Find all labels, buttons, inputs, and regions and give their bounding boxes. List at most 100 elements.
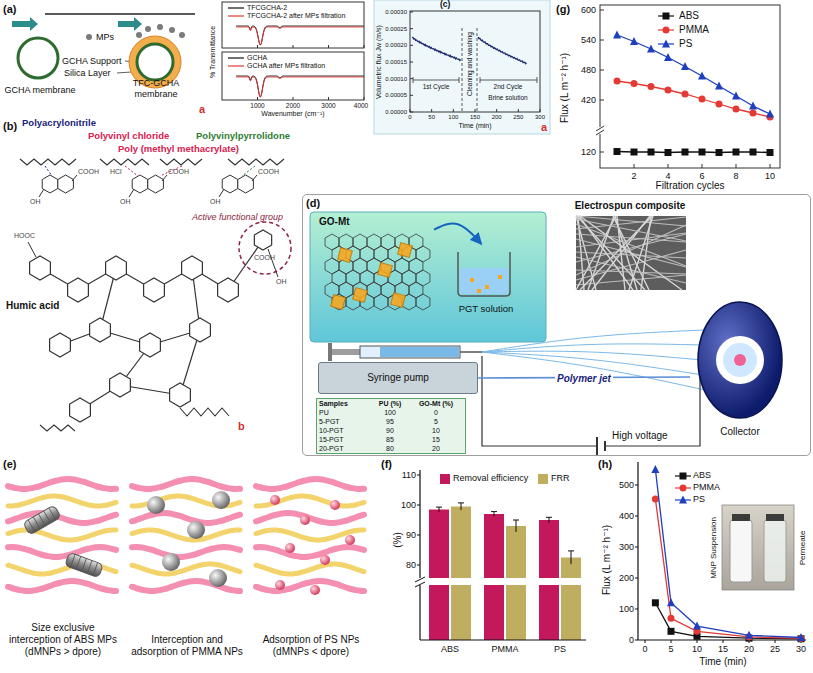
- legend-sample: [663, 27, 670, 34]
- time-flux-chart: [635, 640, 638, 641]
- text-label: COOH: [78, 168, 99, 176]
- legend-text: TFCGCHA-2 after MPs filtration: [247, 12, 345, 20]
- text-label: a: [199, 103, 205, 116]
- text-label: Time (min): [699, 656, 746, 668]
- filtration-mechanism: [132, 513, 240, 523]
- membrane-illustration: [145, 26, 151, 32]
- sample-table: SamplesPU (%)GO-Mt (%)PU10005-PGT95510-P…: [316, 398, 466, 454]
- electrospinning-setup: [576, 217, 686, 229]
- filtration-mechanism: [70, 554, 75, 567]
- tick-label: 0.00005: [385, 92, 407, 99]
- membrane-illustration: [157, 24, 163, 30]
- tick-label: 540: [581, 35, 596, 45]
- filtration-mechanism: [209, 569, 227, 587]
- cycle-flux-chart: [634, 164, 635, 168]
- tick-label: 100: [619, 604, 634, 614]
- removal-bar-chart: [421, 578, 586, 585]
- membrane-illustration: [12, 17, 38, 31]
- cycle-flux-chart: [767, 149, 774, 156]
- legend-text: GCHA: [247, 54, 267, 62]
- text-label: COOH: [168, 168, 189, 176]
- legend-text: PMMA: [679, 24, 709, 36]
- filtration-mechanism: [49, 508, 56, 520]
- time-flux-chart: [732, 514, 750, 521]
- cycle-flux-chart: [597, 127, 604, 134]
- text-label: OH: [276, 278, 287, 286]
- filtration-mechanism: [285, 543, 295, 553]
- cycle-flux-chart: [682, 91, 689, 98]
- legend-text: ABS: [679, 10, 699, 22]
- membrane-illustration: [118, 17, 142, 31]
- text-label: Active functional group: [192, 212, 283, 222]
- chemical-structures: [160, 159, 202, 165]
- chemical-structures: [58, 175, 74, 193]
- electrospinning-setup: [576, 233, 686, 247]
- electrospinning-setup: [482, 352, 705, 390]
- chemical-structures: [140, 333, 161, 357]
- chemical-structures: [180, 408, 229, 416]
- filtration-mechanism: [8, 479, 116, 489]
- ftir-spectra: [236, 77, 364, 97]
- tick-label: 0.00010: [385, 75, 407, 82]
- tick-label: 100: [401, 500, 416, 510]
- tick-label: 2000: [286, 102, 300, 109]
- filtration-mechanism: [8, 479, 116, 591]
- flux-chart: [410, 95, 413, 96]
- tick-label: 100: [448, 114, 458, 121]
- time-flux-chart: [730, 520, 752, 582]
- tick-label: 250: [513, 114, 523, 121]
- filtration-mechanism: [270, 495, 280, 505]
- tick-label: 20: [744, 644, 754, 654]
- filtration-mechanism: [256, 479, 364, 489]
- axis-title: Flux (L m⁻² h⁻¹): [559, 53, 571, 123]
- tick-label: 600: [581, 5, 596, 15]
- filtration-mechanism: [8, 513, 116, 523]
- cycle-flux-chart: [617, 152, 770, 153]
- removal-bar-chart: [549, 517, 550, 522]
- flux-chart: [374, 0, 550, 134]
- chemical-structures: [239, 222, 291, 274]
- node-text: Collector: [720, 426, 759, 438]
- text-label: Poly (methyl methacrylate): [118, 144, 239, 155]
- cycle-flux-chart: [732, 92, 740, 100]
- panel-label: (%): [392, 532, 404, 548]
- cycle-flux-chart: [631, 149, 638, 156]
- text-label: 1st Cycle: [423, 83, 450, 90]
- electrospinning-setup: [576, 270, 686, 274]
- cycle-flux-chart: [715, 82, 723, 90]
- cycle-flux-chart: [766, 110, 774, 118]
- tick-label: 400: [619, 511, 634, 521]
- ftir-spectra: [236, 26, 364, 45]
- electrospinning-setup: [576, 250, 686, 280]
- electrospinning-setup: [596, 437, 598, 455]
- legend-sample: [663, 13, 670, 20]
- legend-text: PS: [679, 38, 692, 50]
- chemical-structures: [268, 249, 278, 277]
- text-label: b: [238, 420, 245, 433]
- node-text: Interception and adsorption of PMMA NPs: [129, 634, 245, 658]
- cycle-flux-chart: [699, 96, 706, 103]
- filtration-mechanism: [82, 558, 87, 571]
- filtration-mechanism: [300, 515, 310, 525]
- electrospinning-setup: [328, 343, 332, 361]
- tick-label: 110: [402, 470, 416, 480]
- electrospinning-setup: [576, 225, 686, 275]
- tick-label: 120: [581, 147, 596, 157]
- tick-label: 0: [642, 644, 647, 654]
- cycle-flux-chart: [716, 149, 723, 156]
- table-cell: 90: [369, 426, 411, 435]
- filtration-mechanism: [132, 547, 240, 557]
- text-label: PS: [554, 644, 566, 654]
- ftir-spectra: [293, 97, 294, 100]
- ftir-spectra: [293, 45, 294, 48]
- electrospinning-setup: [353, 288, 368, 303]
- legend-sample: [228, 7, 244, 8]
- time-flux-chart: [635, 462, 806, 643]
- chemical-structures: [30, 256, 51, 280]
- time-flux-chart: [745, 631, 753, 639]
- cycle-flux-chart: [596, 130, 604, 135]
- electrospinning-setup: [576, 219, 686, 241]
- table-cell: Samples: [319, 399, 369, 408]
- electrospinning-setup: [477, 289, 481, 293]
- chemical-structures: [110, 373, 131, 397]
